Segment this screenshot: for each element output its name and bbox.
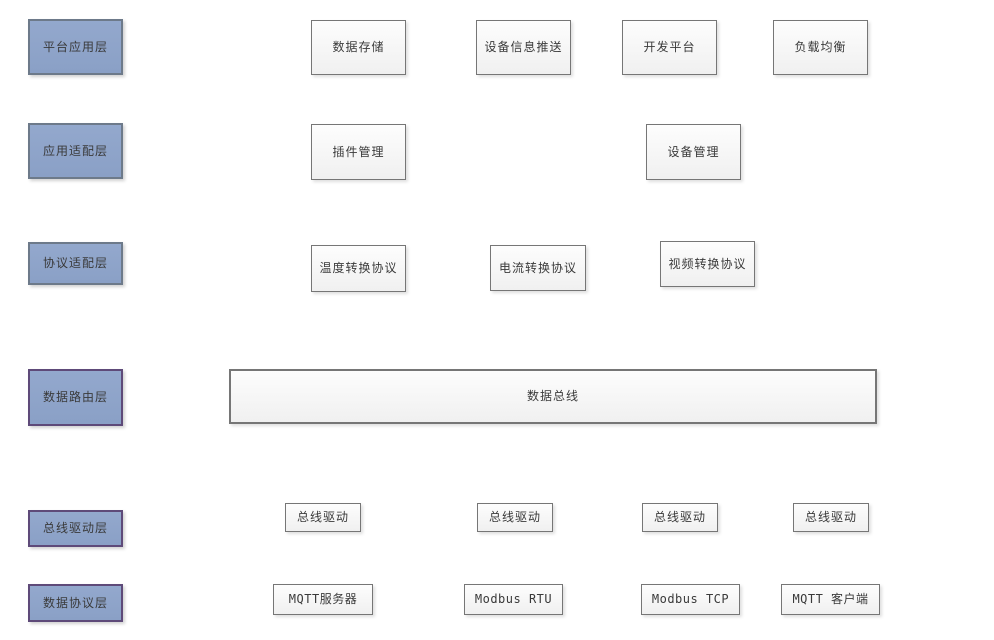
layer-box-platform-application: 平台应用层 (28, 19, 123, 75)
node-bus-driver-4: 总线驱动 (793, 503, 869, 532)
node-bus-driver-2: 总线驱动 (477, 503, 553, 532)
layer-box-protocol-adaptation: 协议适配层 (28, 242, 123, 285)
node-device-info-push: 设备信息推送 (476, 20, 571, 75)
node-bus-driver-3: 总线驱动 (642, 503, 718, 532)
node-modbus-rtu: Modbus RTU (464, 584, 563, 615)
node-dev-platform: 开发平台 (622, 20, 717, 75)
node-load-balance: 负载均衡 (773, 20, 868, 75)
node-device-management: 设备管理 (646, 124, 741, 180)
layer-box-app-adaptation: 应用适配层 (28, 123, 123, 179)
node-video-protocol: 视频转换协议 (660, 241, 755, 287)
node-plugin-management: 插件管理 (311, 124, 406, 180)
node-modbus-tcp: Modbus TCP (641, 584, 740, 615)
node-temperature-protocol: 温度转换协议 (311, 245, 406, 292)
layer-box-data-protocol: 数据协议层 (28, 584, 123, 622)
layer-box-data-routing: 数据路由层 (28, 369, 123, 426)
node-data-bus: 数据总线 (229, 369, 877, 424)
node-mqtt-server: MQTT服务器 (273, 584, 373, 615)
node-bus-driver-1: 总线驱动 (285, 503, 361, 532)
node-current-protocol: 电流转换协议 (490, 245, 586, 291)
layer-box-bus-driver: 总线驱动层 (28, 510, 123, 547)
node-data-storage: 数据存储 (311, 20, 406, 75)
node-mqtt-client: MQTT 客户端 (781, 584, 880, 615)
